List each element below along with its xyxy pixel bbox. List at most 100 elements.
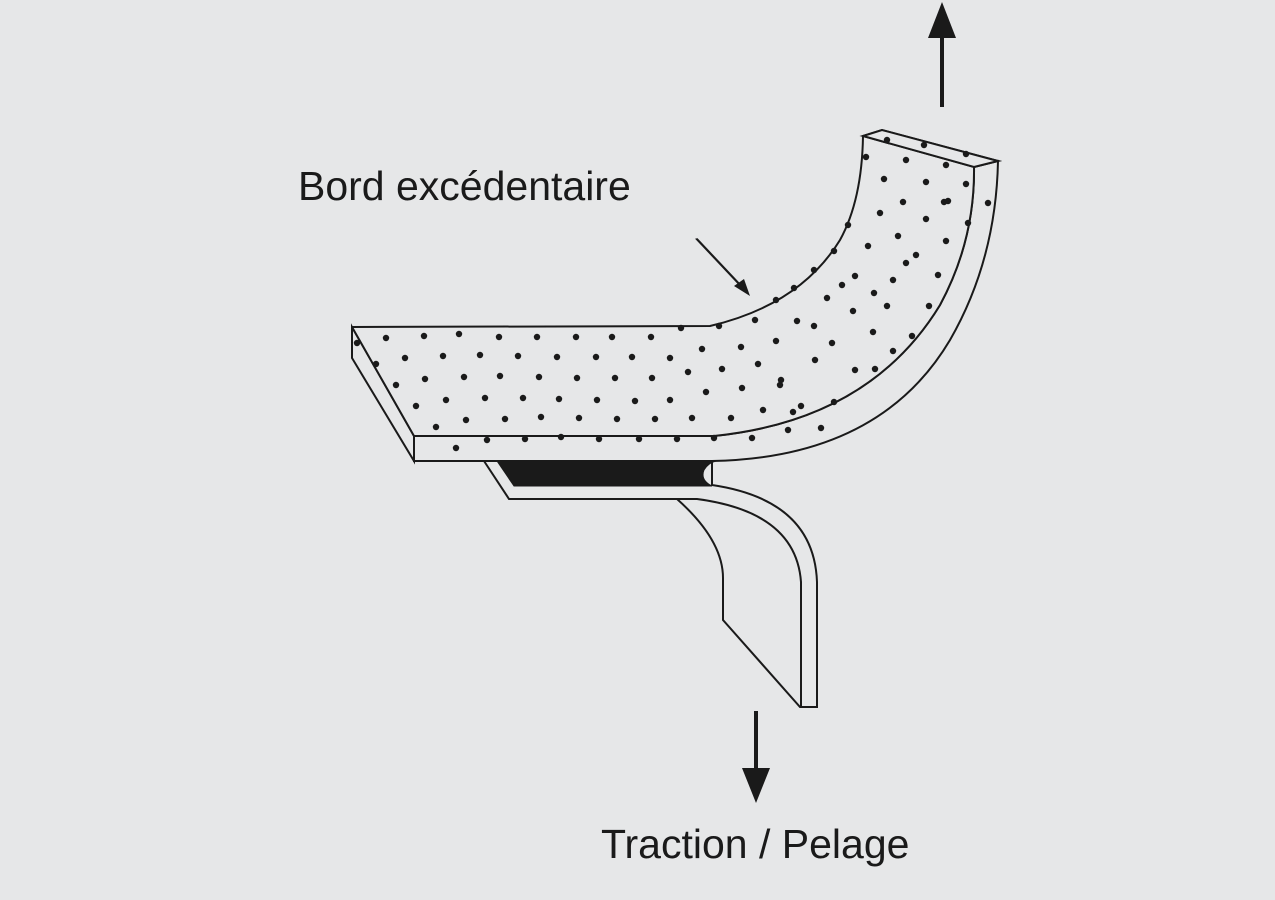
texture-dot [851, 366, 859, 374]
texture-dot [533, 333, 541, 341]
texture-dot [823, 294, 831, 302]
texture-dot [751, 316, 759, 324]
texture-dot [922, 178, 930, 186]
texture-dot [698, 345, 706, 353]
texture-dot [925, 302, 933, 310]
texture-dot [754, 360, 762, 368]
texture-dot [495, 333, 503, 341]
texture-dot [392, 381, 400, 389]
texture-dot [688, 414, 696, 422]
texture-dot [962, 180, 970, 188]
texture-dot [575, 414, 583, 422]
texture-dot [894, 232, 902, 240]
texture-dot [870, 289, 878, 297]
texture-dot [934, 271, 942, 279]
texture-dot [631, 397, 639, 405]
texture-dot [984, 199, 992, 207]
texture-dot [883, 302, 891, 310]
texture-dot [889, 347, 897, 355]
texture-dot [476, 351, 484, 359]
texture-dot [830, 398, 838, 406]
texture-dot [372, 360, 380, 368]
texture-dot [851, 272, 859, 280]
texture-dot [481, 394, 489, 402]
texture-dot [942, 237, 950, 245]
texture-dot [557, 433, 565, 441]
texture-dot [876, 209, 884, 217]
pull-label: Traction / Pelage [601, 821, 910, 867]
texture-dot [483, 436, 491, 444]
adhesive-layer [496, 460, 717, 487]
texture-dot [666, 396, 674, 404]
texture-dot [844, 221, 852, 229]
texture-dot [702, 388, 710, 396]
surface-texture [353, 136, 992, 452]
texture-dot [899, 198, 907, 206]
texture-dot [777, 376, 785, 384]
texture-dot [718, 365, 726, 373]
texture-dot [573, 374, 581, 382]
texture-dot [684, 368, 692, 376]
texture-dot [738, 384, 746, 392]
texture-dot [830, 247, 838, 255]
texture-dot [772, 337, 780, 345]
texture-dot [608, 333, 616, 341]
texture-dot [838, 281, 846, 289]
texture-dot [553, 353, 561, 361]
texture-dot [940, 198, 948, 206]
texture-dot [962, 150, 970, 158]
texture-dot [828, 339, 836, 347]
texture-dot [964, 219, 972, 227]
texture-dot [737, 343, 745, 351]
excess-edge-label: Bord excédentaire [298, 163, 631, 209]
texture-dot [595, 435, 603, 443]
texture-dot [439, 352, 447, 360]
texture-dot [776, 381, 784, 389]
texture-dot [462, 416, 470, 424]
texture-dot [635, 435, 643, 443]
tape-body [351, 128, 1002, 465]
texture-dot [880, 175, 888, 183]
texture-dot [942, 161, 950, 169]
texture-dot [593, 396, 601, 404]
texture-dot [382, 334, 390, 342]
texture-dot [501, 415, 509, 423]
texture-dot [537, 413, 545, 421]
texture-dot [442, 396, 450, 404]
texture-dot [647, 333, 655, 341]
texture-dot [864, 242, 872, 250]
texture-dot [710, 434, 718, 442]
texture-dot [902, 156, 910, 164]
texture-dot [496, 372, 504, 380]
texture-dot [715, 322, 723, 330]
texture-dot [651, 415, 659, 423]
texture-dot [648, 374, 656, 382]
texture-dot [628, 353, 636, 361]
texture-dot [460, 373, 468, 381]
texture-dot [421, 375, 429, 383]
texture-dot [902, 259, 910, 267]
release-liner [482, 460, 818, 708]
texture-dot [784, 426, 792, 434]
texture-dot [452, 444, 460, 452]
down-arrow [742, 711, 770, 803]
texture-dot [666, 354, 674, 362]
texture-dot [789, 408, 797, 416]
texture-dot [908, 332, 916, 340]
texture-dot [412, 402, 420, 410]
texture-dot [455, 330, 463, 338]
up-arrow [928, 2, 956, 107]
texture-dot [432, 423, 440, 431]
texture-dot [420, 332, 428, 340]
texture-dot [673, 435, 681, 443]
texture-dot [811, 356, 819, 364]
texture-dot [790, 284, 798, 292]
texture-dot [797, 402, 805, 410]
texture-dot [535, 373, 543, 381]
texture-dot [793, 317, 801, 325]
texture-dot [772, 296, 780, 304]
texture-dot [555, 395, 563, 403]
texture-dot [810, 322, 818, 330]
texture-dot [572, 333, 580, 341]
